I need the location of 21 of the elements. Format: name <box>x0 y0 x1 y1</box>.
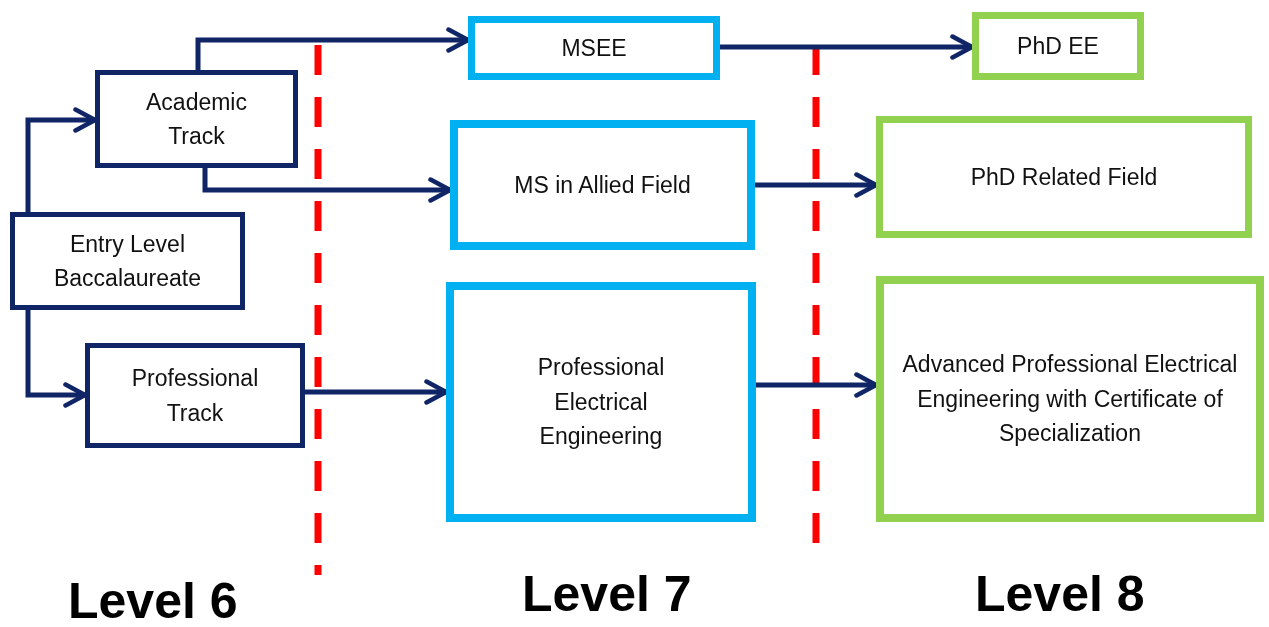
level-heading: Level 6 <box>68 572 238 627</box>
process-box <box>446 282 756 522</box>
process-box <box>876 276 1264 522</box>
box-label: PhD Related Field <box>970 162 1158 192</box>
process-box <box>450 120 755 250</box>
box-label: MSEE <box>561 33 627 63</box>
box-label: PhD EE <box>1017 31 1099 61</box>
box-label: MS in Allied Field <box>514 170 691 200</box>
process-box <box>85 343 305 448</box>
process-box <box>10 212 245 310</box>
process-box <box>972 12 1144 80</box>
box-label: Professional Track <box>130 364 260 428</box>
process-box <box>468 16 720 80</box>
process-box <box>876 116 1252 238</box>
box-label: Academic Track <box>145 87 248 151</box>
box-label: Advanced Professional Electrical Engineering with Certificate of Specialization <box>901 350 1239 449</box>
level-heading: Level 7 <box>522 565 692 623</box>
box-label: Entry Level Baccalaureate <box>52 229 202 293</box>
level-heading: Level 8 <box>975 565 1145 623</box>
box-label: Professional Electrical Engineering <box>536 353 666 452</box>
process-box <box>95 70 298 168</box>
